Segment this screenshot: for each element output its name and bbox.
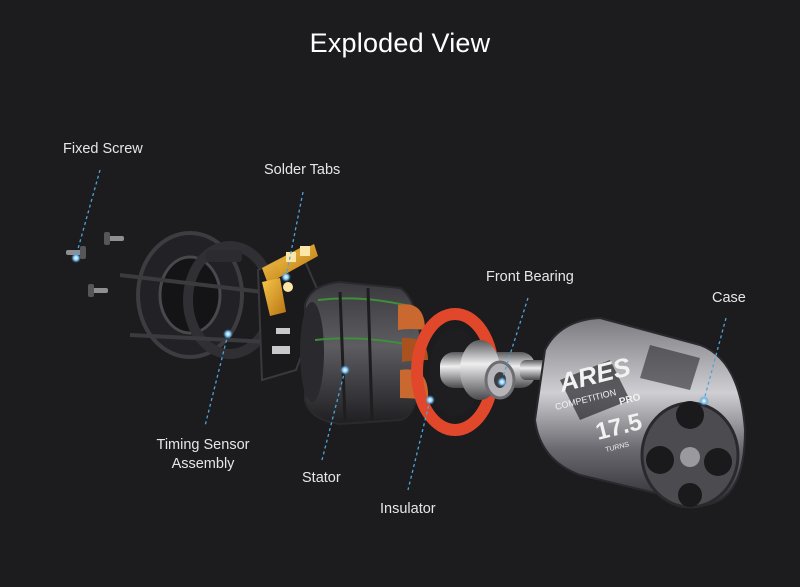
endpoint-dot: [699, 396, 709, 406]
endpoint-dot: [223, 329, 233, 339]
fixed-screws: [66, 232, 124, 297]
label-stator: Stator: [302, 470, 341, 486]
label-timing-sensor-assembly: Timing Sensor Assembly: [150, 436, 256, 474]
label-case: Case: [712, 290, 746, 306]
solder-tabs: [262, 244, 318, 316]
leader-front-bearing: [501, 297, 529, 381]
label-timing-sensor-line2: Assembly: [171, 456, 235, 472]
endpoint-dot: [497, 377, 507, 387]
leader-endpoints: [71, 253, 709, 406]
leader-timing-sensor: [204, 333, 229, 427]
stator: [300, 280, 429, 426]
screw: [104, 232, 124, 245]
endpoint-dot: [71, 253, 81, 263]
screw: [88, 284, 108, 297]
leader-fixed-screw: [75, 169, 101, 257]
screw: [66, 246, 86, 259]
motor-case: ARES COMPETITION PRO 17.5 TURNS: [533, 316, 747, 509]
leader-lines: [75, 169, 727, 491]
endpoint-dot: [425, 395, 435, 405]
endpoint-dot: [281, 272, 291, 282]
label-fixed-screw: Fixed Screw: [63, 141, 143, 157]
label-timing-sensor-line1: Timing Sensor: [156, 437, 250, 453]
page-title: Exploded View: [309, 28, 491, 58]
leader-solder-tabs: [285, 191, 304, 278]
endpoint-dot: [340, 365, 350, 375]
label-insulator: Insulator: [380, 501, 436, 517]
label-front-bearing: Front Bearing: [486, 269, 574, 285]
label-solder-tabs: Solder Tabs: [264, 162, 341, 178]
pro-mark: PRO: [618, 392, 642, 408]
leader-case: [703, 317, 727, 401]
leader-insulator: [407, 399, 431, 491]
